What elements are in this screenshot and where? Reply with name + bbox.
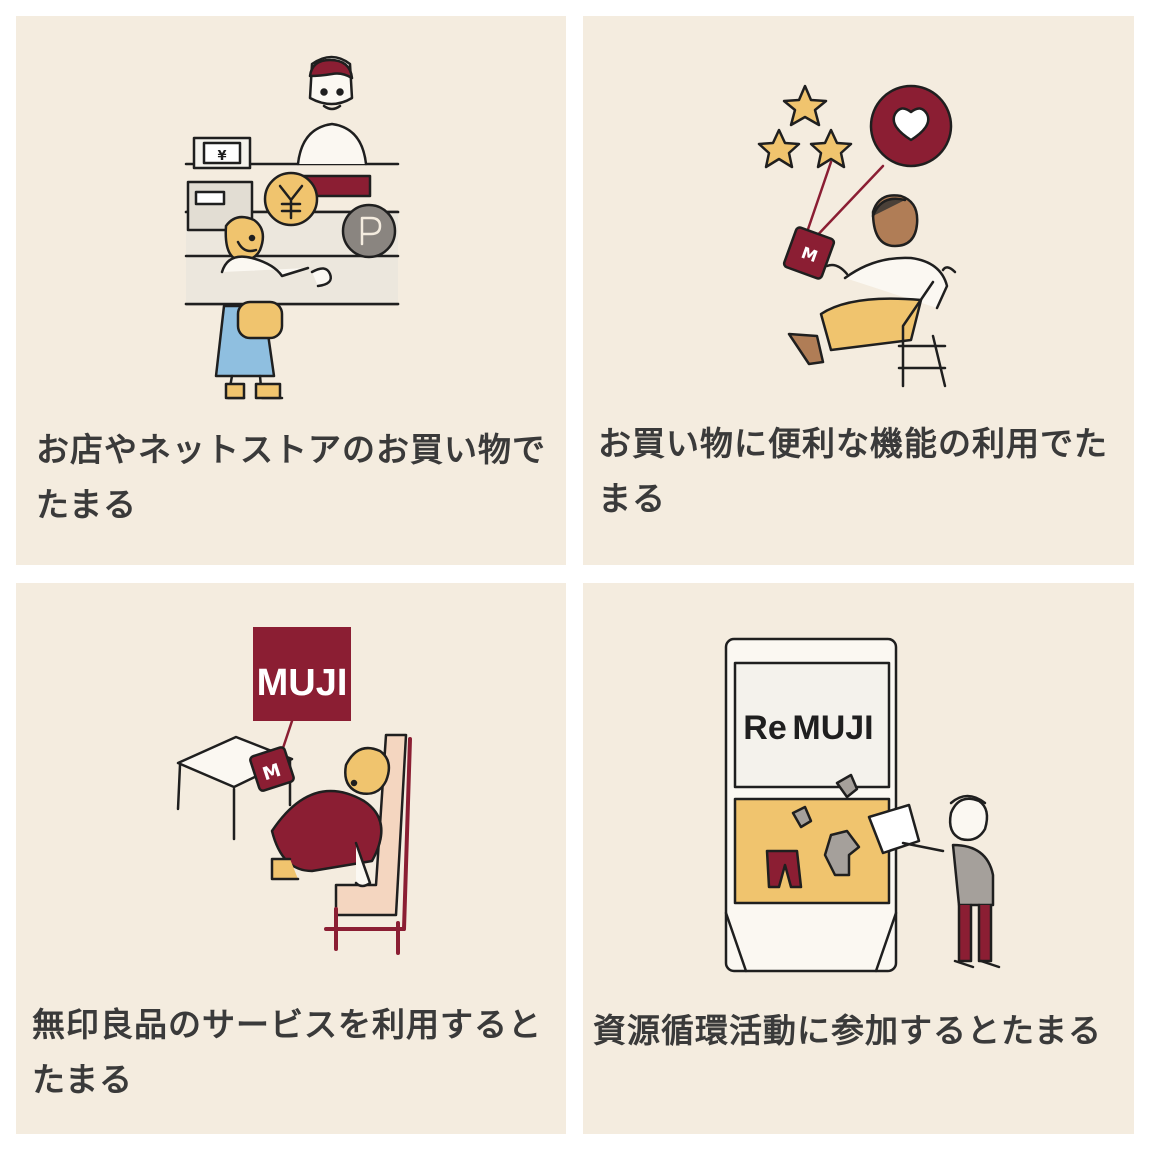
- card-caption: 無印良品のサービスを利用するとたまる: [32, 1005, 542, 1099]
- recycling-illustration: Re MUJI: [724, 637, 1001, 973]
- card-caption: お店やネットストアのお買い物でたまる: [36, 430, 546, 524]
- muji-logo: MUJI: [257, 662, 348, 704]
- card-resource-recycling[interactable]: Re MUJI 資源循環活動に参加するとたまる: [583, 583, 1134, 1134]
- card-caption: 資源循環活動に参加するとたまる: [593, 1011, 1103, 1050]
- phone-app-icon: M: [799, 243, 820, 266]
- card-muji-services[interactable]: MUJI M 無印良品のサービスを利用するとたまる: [16, 583, 566, 1134]
- store-purchase-illustration: ¥: [184, 55, 400, 400]
- muji-logo-part: MUJI: [792, 709, 873, 747]
- price-display-sign: ¥: [217, 149, 226, 164]
- card-store-purchase[interactable]: ¥ お店やネットストアのお買い物でたまる: [16, 16, 566, 565]
- card-convenient-features[interactable]: M お買い物に便利な機能の利用でたまる: [583, 16, 1134, 565]
- service-illustration: MUJI M: [176, 627, 412, 955]
- tablet-app-icon: M: [260, 760, 284, 786]
- re-logo-part: Re: [743, 709, 786, 747]
- app-features-illustration: M: [757, 84, 957, 388]
- card-caption: お買い物に便利な機能の利用でたまる: [598, 424, 1108, 518]
